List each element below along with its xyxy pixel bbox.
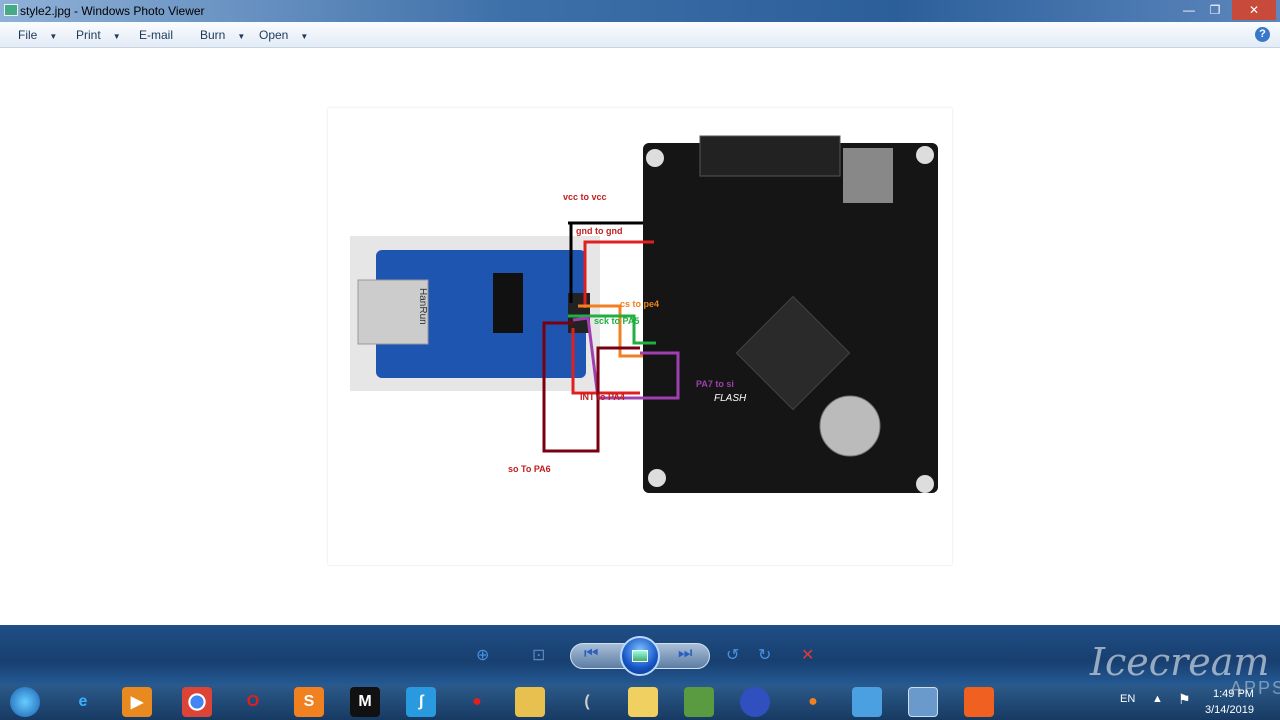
rotate-cw-button[interactable]: ↻ bbox=[758, 647, 772, 664]
photo-wiring-diagram: HanRun FLASH vcc to vcc gnd to gnd cs to… bbox=[328, 108, 952, 565]
label-sck: sck to PA5 bbox=[594, 316, 639, 326]
label-so: so To PA6 bbox=[508, 464, 551, 474]
menu-label: E-mail bbox=[139, 28, 174, 42]
watermark-sub: APPS bbox=[1230, 678, 1280, 698]
gmail-icon[interactable]: M bbox=[350, 687, 380, 717]
menu-email[interactable]: E-mail bbox=[139, 28, 173, 42]
wire-so bbox=[542, 321, 640, 453]
next-button[interactable]: ⏭ bbox=[678, 645, 693, 662]
chevron-down-icon: ▼ bbox=[112, 32, 121, 41]
help-icon[interactable]: ? bbox=[1255, 27, 1270, 42]
module-brand: HanRun bbox=[417, 288, 428, 325]
slideshow-button[interactable] bbox=[620, 636, 660, 676]
mcu-chip bbox=[735, 295, 851, 411]
board-connector bbox=[699, 135, 841, 177]
clock-date[interactable]: 3/14/2019 bbox=[1205, 704, 1254, 716]
chrome-icon[interactable] bbox=[182, 687, 212, 717]
wire-int bbox=[571, 328, 640, 395]
sublime-icon[interactable]: S bbox=[294, 687, 324, 717]
maximize-button[interactable]: ❐ bbox=[1209, 3, 1221, 17]
chevron-down-icon: ▼ bbox=[49, 32, 58, 41]
recorder-icon[interactable]: ● bbox=[808, 693, 818, 710]
shield-app-icon[interactable] bbox=[852, 687, 882, 717]
menu-print[interactable]: Print ▼ bbox=[76, 28, 121, 42]
watermark-logo: Icecream bbox=[1090, 640, 1270, 684]
wire-sck bbox=[568, 314, 656, 345]
spreadsheet-icon[interactable] bbox=[684, 687, 714, 717]
rotate-ccw-button[interactable]: ↺ bbox=[726, 647, 740, 664]
label-vcc: vcc to vcc bbox=[563, 192, 607, 202]
title-bar: style2.jpg - Windows Photo Viewer — ❐ ✕ bbox=[0, 0, 1280, 22]
photo-viewer-taskbar-icon[interactable] bbox=[908, 687, 938, 717]
menu-open[interactable]: Open ▼ bbox=[259, 28, 308, 42]
label-cs: cs to pe4 bbox=[620, 299, 659, 309]
wire-cs bbox=[578, 304, 643, 358]
icecream-recorder-icon[interactable] bbox=[964, 687, 994, 717]
menu-bar: File ▼ Print ▼ E-mail Burn ▼ Open ▼ ? bbox=[0, 22, 1280, 48]
start-button[interactable] bbox=[10, 687, 40, 717]
flash-label: FLASH bbox=[714, 393, 747, 404]
rj45-jack bbox=[357, 279, 429, 345]
menu-label: Print bbox=[76, 28, 101, 42]
pin-app-icon[interactable]: ● bbox=[472, 693, 482, 710]
language-indicator[interactable]: EN bbox=[1120, 693, 1136, 705]
actual-size-button[interactable]: ⊡ bbox=[532, 647, 546, 664]
coin-battery bbox=[819, 395, 881, 457]
app-icon-2[interactable]: ( bbox=[584, 693, 590, 710]
delete-button[interactable]: ✕ bbox=[801, 647, 815, 664]
label-gnd: gnd to gnd bbox=[576, 226, 622, 236]
folder-icon[interactable] bbox=[628, 687, 658, 717]
media-player-icon[interactable]: ▶ bbox=[122, 687, 152, 717]
menu-file[interactable]: File ▼ bbox=[18, 28, 57, 42]
chip bbox=[493, 273, 523, 333]
label-si: PA7 to si bbox=[696, 379, 734, 389]
menu-burn[interactable]: Burn ▼ bbox=[200, 28, 245, 42]
sd-slot bbox=[843, 148, 893, 203]
app-icon-3[interactable] bbox=[740, 687, 770, 717]
opera-icon[interactable]: O bbox=[246, 693, 260, 710]
label-int: INT to PA4 bbox=[580, 392, 625, 402]
close-button[interactable]: ✕ bbox=[1232, 0, 1276, 20]
menu-label: File bbox=[18, 28, 38, 42]
wire-gnd bbox=[583, 240, 654, 308]
ie-icon[interactable]: e bbox=[78, 693, 88, 710]
window-title: style2.jpg - Windows Photo Viewer bbox=[20, 4, 205, 18]
explorer-icon[interactable] bbox=[515, 687, 545, 717]
tray-expand-icon[interactable]: ▲ bbox=[1152, 693, 1163, 705]
menu-label: Burn bbox=[200, 28, 226, 42]
action-center-flag-icon[interactable]: ⚑ bbox=[1178, 691, 1191, 707]
wire-si bbox=[572, 316, 680, 400]
clock-time[interactable]: 1:49 PM bbox=[1213, 688, 1254, 700]
zoom-button[interactable]: ⊕ bbox=[476, 647, 490, 664]
minimize-button[interactable]: — bbox=[1183, 3, 1195, 17]
chevron-down-icon: ▼ bbox=[300, 32, 309, 41]
previous-button[interactable]: ⏮ bbox=[584, 645, 599, 662]
menu-label: Open bbox=[259, 28, 289, 42]
app-icon[interactable]: ʃ bbox=[406, 687, 436, 717]
chevron-down-icon: ▼ bbox=[237, 32, 246, 41]
app-icon bbox=[4, 4, 18, 16]
picture-icon bbox=[632, 650, 648, 662]
